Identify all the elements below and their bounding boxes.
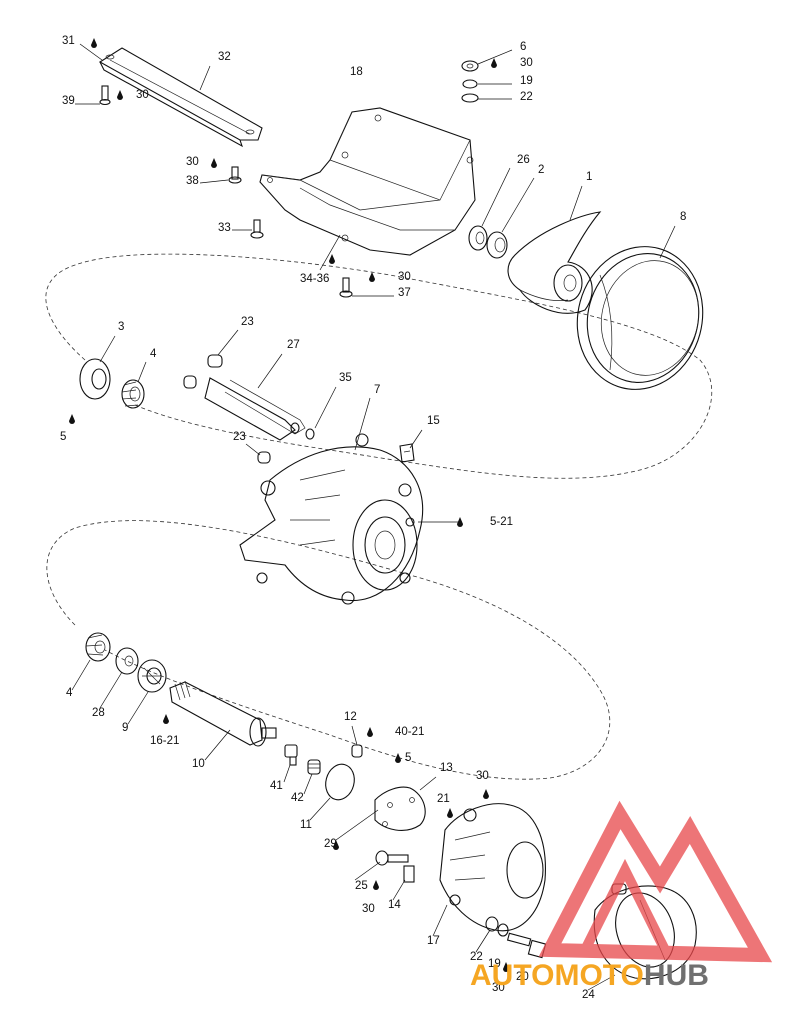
callout-label: 38 [186,175,199,187]
callout-label: 23 [233,431,246,443]
shaft-part-10 [169,680,277,747]
callout-label: 42 [291,792,304,804]
plug-part-41 [284,744,298,766]
callout-label: 27 [287,339,300,351]
automotohub-watermark-logo [538,800,773,963]
callout-label: 24 [582,989,595,1001]
cap-part-23-lower [257,451,271,464]
callout-label: 30 [492,982,505,994]
callout-label: 30 [476,770,489,782]
callout-label: 22 [520,91,533,103]
callout-label: 18 [350,66,363,78]
callout-label: 12 [344,711,357,723]
washer-part-28 [115,647,139,675]
watermark-part-hub: HUB [644,959,709,992]
callout-label: 2 [538,164,544,176]
clip-part-15 [399,443,415,463]
callout-label: 41 [270,780,283,792]
callout-label: 22 [470,951,483,963]
callout-label: 5 [60,431,66,443]
callout-label: 20 [516,971,529,983]
callout-label: 25 [355,880,368,892]
callout-label: 28 [92,707,105,719]
callout-label: 30 [136,89,149,101]
bolt-part-20 [485,916,547,959]
callout-label: 26 [517,154,530,166]
impeller-part-1 [507,211,602,314]
tube-part-27 [204,377,306,441]
seal-part-26 [468,225,488,251]
cover-part-13 [374,786,426,831]
venturi-part-17 [439,803,546,932]
plate-part-18 [259,107,476,256]
nut-washer-stack [461,60,479,103]
lubricant-drop-icons [69,38,509,972]
callout-label: 34-36 [300,273,329,285]
watermark-part-moto: MOTO [554,959,643,992]
bearing-part-4-upper [121,379,145,409]
callout-label: 30 [186,156,199,168]
callout-label: 4 [150,348,157,360]
callout-label: 33 [218,222,231,234]
watermark-part-auto: AUTO [470,959,554,992]
dashed-boundary-lower [46,520,611,780]
callout-label: 5 [405,752,411,764]
screw-part-33 [250,219,264,239]
screw-part-14 [375,850,415,883]
housing-part-7 [239,433,424,605]
spring-part-42 [307,759,321,775]
callout-label: 39 [62,95,75,107]
screw-part-38 [228,166,242,184]
plug-part-12 [351,744,363,758]
screw-part-37 [339,277,353,298]
callout-label: 5-21 [490,516,513,528]
callout-label: 4 [66,687,73,699]
watermark-text: AUTOMOTOHUB [470,959,709,992]
callout-label: 32 [218,51,231,63]
cap-part-23-upper [183,354,223,389]
callout-label: 13 [440,762,453,774]
callout-label: 7 [374,384,380,396]
callout-label: 21 [437,793,450,805]
screw-part-39 [99,85,111,106]
seal-part-3 [79,358,111,400]
callout-label: 23 [241,316,254,328]
callout-label: 8 [680,211,686,223]
bracket-part-32 [98,47,263,148]
callout-label: 19 [520,75,533,87]
callout-label: 19 [488,958,501,970]
thrust-washer-part-9 [137,659,167,693]
callout-label: 30 [398,271,411,283]
wear-ring-part-8 [576,246,704,390]
callout-label: 30 [520,57,533,69]
bearing-part-4-lower [85,632,111,662]
callout-label: 30 [362,903,375,915]
callout-label: 40-21 [395,726,424,738]
callout-label: 16-21 [150,735,179,747]
callout-label: 14 [388,899,401,911]
o-ring-part-35 [290,422,315,440]
leader-lines [71,43,676,991]
callout-label: 37 [398,287,411,299]
callout-label: 31 [62,35,75,47]
callout-label: 17 [427,935,440,947]
callout-label: 11 [300,819,312,831]
callout-label: 1 [586,171,592,183]
bushing-part-2 [486,231,508,259]
callout-label: 15 [427,415,440,427]
dashed-boundary-upper [45,253,713,479]
o-ring-part-11 [325,763,355,801]
callout-label: 29 [324,838,337,850]
callout-label: 3 [118,321,124,333]
callout-label: 6 [520,41,526,53]
callout-label: 10 [192,758,205,770]
callout-label: 35 [339,372,352,384]
callout-label: 9 [122,722,128,734]
